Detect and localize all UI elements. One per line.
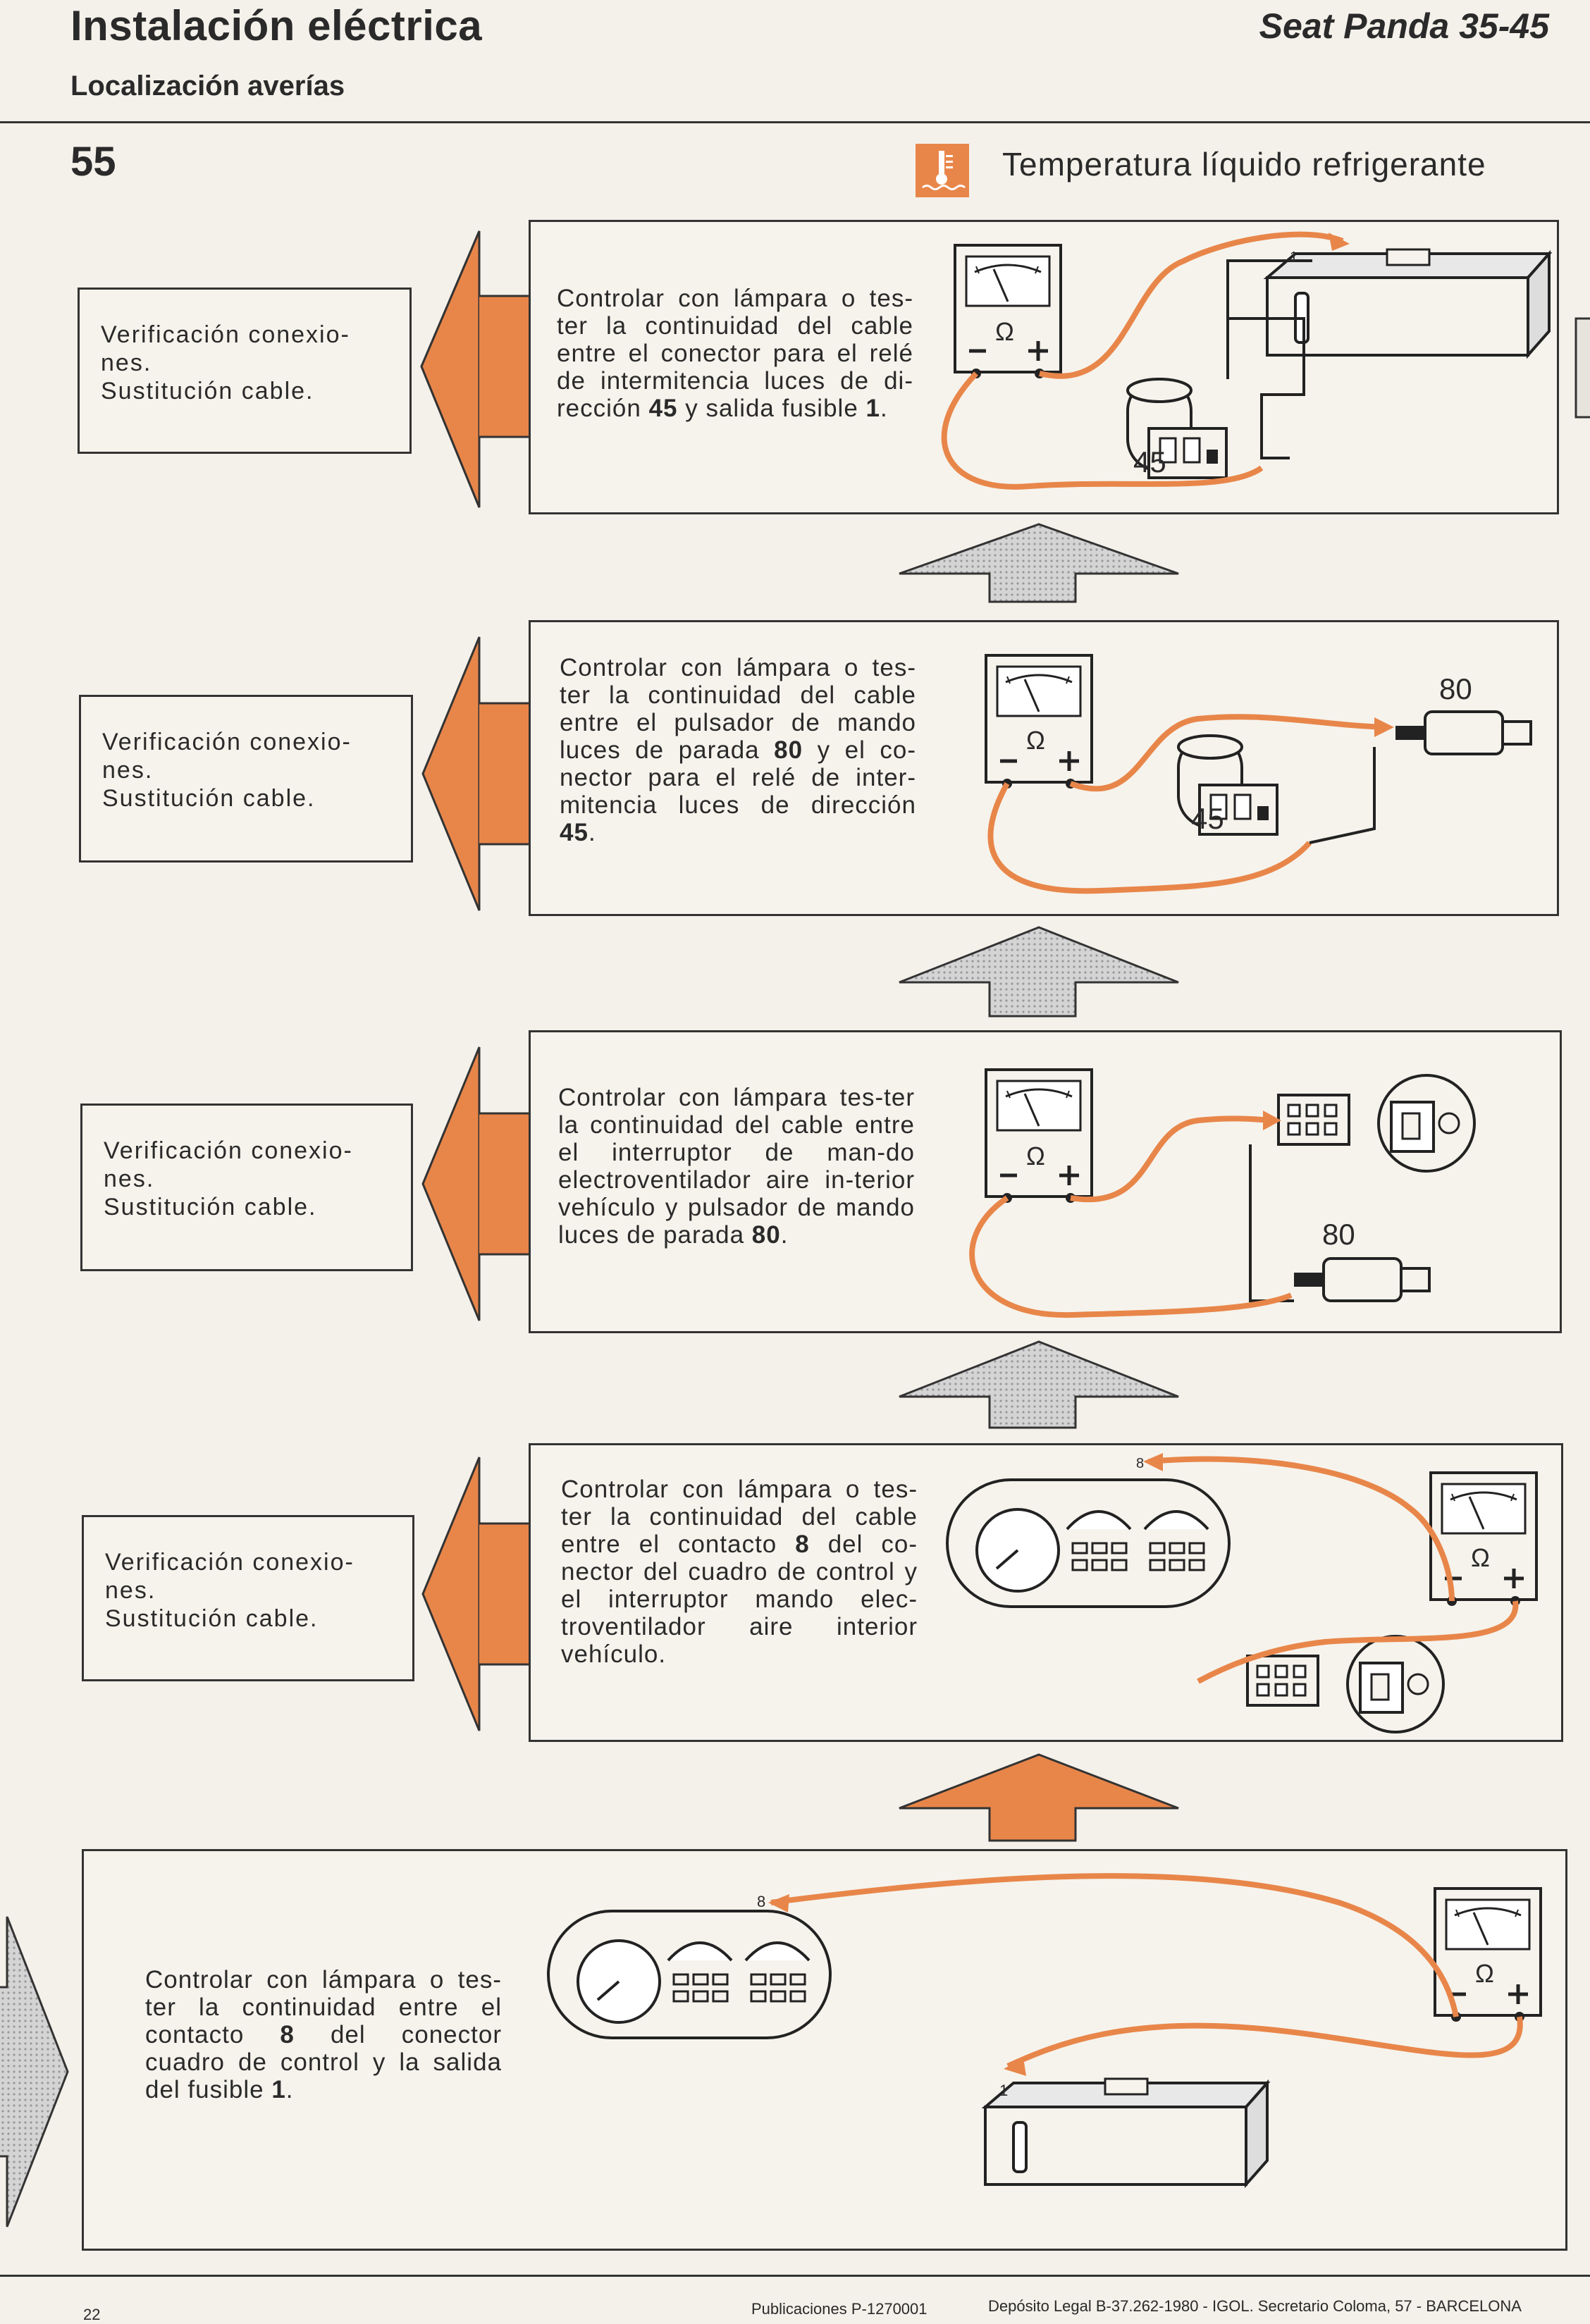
step-5-instruction: Controlar con lámpara o tes-ter la conti…: [145, 1966, 502, 2103]
action-text: Sustitución cable.: [105, 1605, 319, 1632]
ohm-symbol: Ω: [1475, 1959, 1494, 1988]
page-number: 55: [70, 139, 116, 185]
header-rule: [0, 121, 1590, 123]
action-text: Verificación conexio-: [101, 321, 350, 348]
action-box-3: Verificación conexio- nes. Sustitución c…: [80, 1104, 413, 1271]
component-label: 45: [1191, 802, 1224, 835]
step-4-instruction: Controlar con lámpara o tes-ter la conti…: [561, 1476, 918, 1668]
brand-label: Seat Panda 35-45: [1259, 6, 1549, 46]
component-label: 8: [757, 1893, 766, 1910]
step-1-instruction: Controlar con lámpara o tes-ter la conti…: [557, 285, 913, 422]
step-2-instruction: Controlar con lámpara o tes-ter la conti…: [560, 654, 916, 846]
footer-page: 22: [83, 2306, 101, 2323]
page-title: Instalación eléctrica: [70, 2, 483, 49]
action-box-2: Verificación conexio- nes. Sustitución c…: [79, 695, 413, 863]
footer-publication: Publicaciones P-1270001: [751, 2300, 928, 2318]
section-title: Temperatura líquido refrigerante: [1002, 146, 1486, 183]
action-text: nes.: [105, 1577, 156, 1604]
action-text: Verificación conexio-: [102, 729, 352, 755]
action-text: Sustitución cable.: [102, 785, 316, 812]
ohm-symbol: Ω: [1026, 726, 1045, 755]
ohm-symbol: Ω: [995, 317, 1014, 346]
component-label: 45: [1133, 445, 1166, 478]
step-3-instruction: Controlar con lámpara tes-ter la continu…: [558, 1084, 915, 1249]
component-label: 1: [1290, 249, 1298, 265]
component-label: 1: [999, 2082, 1009, 2099]
action-text: nes.: [104, 1166, 155, 1192]
ohm-symbol: Ω: [1471, 1543, 1490, 1572]
component-label: 80: [1322, 1218, 1355, 1251]
action-box-4: Verificación conexio- nes. Sustitución c…: [82, 1515, 414, 1681]
component-label: 80: [1439, 672, 1472, 705]
action-text: Sustitución cable.: [104, 1194, 317, 1220]
action-text: nes.: [101, 350, 152, 376]
page-subtitle: Localización averías: [70, 70, 345, 101]
action-text: nes.: [102, 757, 154, 784]
action-text: Verificación conexio-: [105, 1549, 355, 1576]
action-box-1: Verificación conexio- nes. Sustitución c…: [78, 288, 412, 454]
action-text: Verificación conexio-: [104, 1137, 353, 1164]
footer-rule: [0, 2275, 1590, 2277]
component-label: 8: [1136, 1456, 1145, 1471]
ohm-symbol: Ω: [1026, 1142, 1045, 1170]
coolant-temperature-icon: [916, 144, 969, 197]
footer-legal: Depósito Legal B-37.262-1980 - IGOL. Sec…: [988, 2297, 1522, 2315]
action-text: Sustitución cable.: [101, 378, 314, 404]
